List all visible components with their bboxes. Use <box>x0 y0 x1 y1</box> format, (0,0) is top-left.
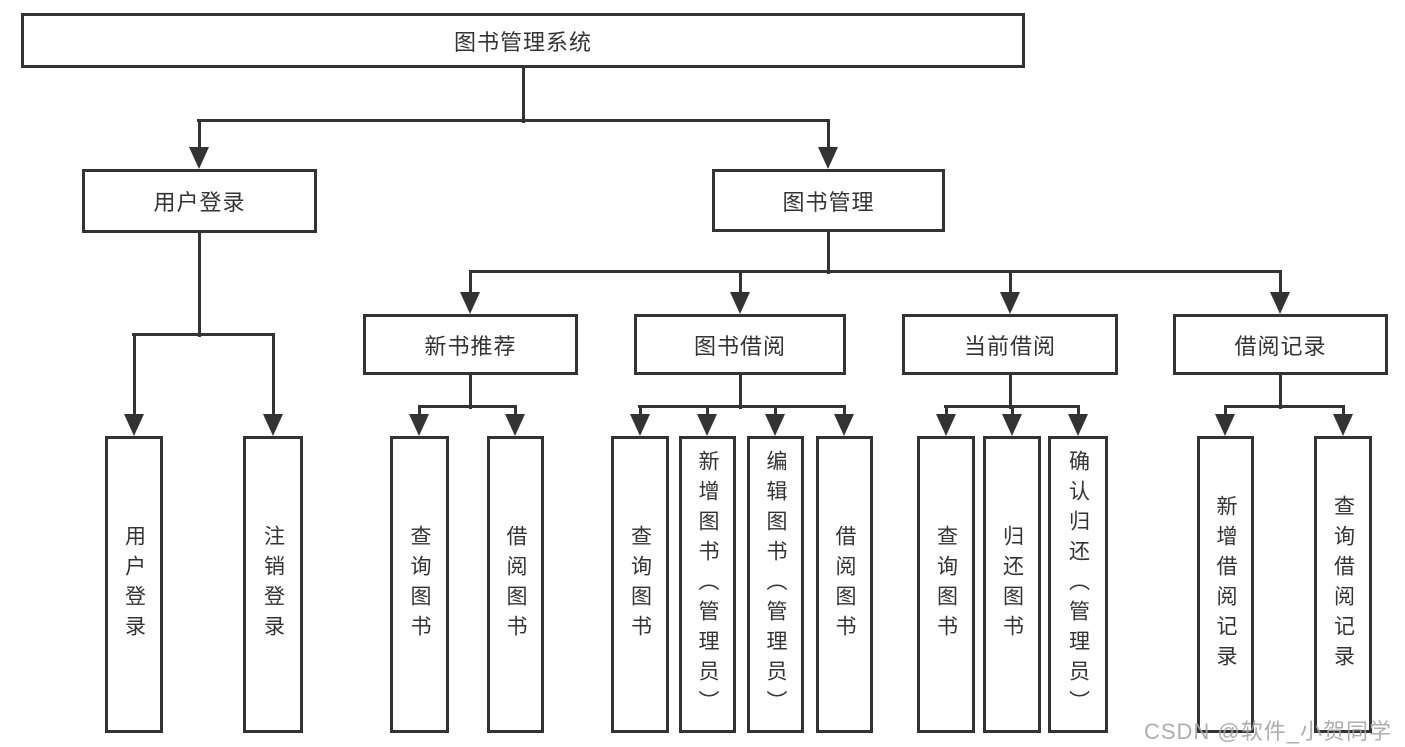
leaf-borrow-add-books-admin: 新增图书（管理员） <box>679 436 736 733</box>
node-label: 图书管理系统 <box>453 29 592 55</box>
arrow-down-icon <box>460 292 480 314</box>
arrow-stem <box>1341 406 1345 418</box>
leaf-recommend-query-books: 查询图书 <box>390 436 449 733</box>
node-label: 借阅图书 <box>504 524 527 645</box>
arrow-down-icon <box>765 414 785 436</box>
node-label: 查询借阅记录 <box>1331 494 1355 675</box>
node-label: 新增图书（管理员） <box>696 449 719 720</box>
leaf-user-login: 用户登录 <box>105 436 163 733</box>
arrow-stem <box>738 271 742 296</box>
connector-line <box>197 118 830 122</box>
csdn-watermark: CSDN @软件_小贺同学 <box>1143 719 1392 744</box>
node-current-borrow: 当前借阅 <box>902 314 1118 375</box>
arrow-stem <box>1076 406 1080 418</box>
arrow-down-icon <box>263 414 283 436</box>
node-label: 编辑图书（管理员） <box>764 449 787 720</box>
node-user-login: 用户登录 <box>82 169 317 233</box>
node-label: 新书推荐 <box>424 333 517 359</box>
leaf-borrow-edit-books-admin: 编辑图书（管理员） <box>747 436 804 733</box>
arrow-down-icon <box>1068 414 1088 436</box>
node-book-management: 图书管理 <box>712 169 945 232</box>
leaf-borrow-borrow-books: 借阅图书 <box>816 436 873 733</box>
connector-line <box>132 332 275 336</box>
connector-line <box>521 68 525 123</box>
node-label: 确认归还（管理员） <box>1066 449 1090 720</box>
arrow-stem <box>132 334 136 418</box>
node-label: 注销登录 <box>261 524 285 645</box>
arrow-down-icon <box>505 414 525 436</box>
arrow-down-icon <box>124 414 144 436</box>
arrow-down-icon <box>936 414 956 436</box>
connector-line <box>638 404 846 408</box>
connector-line <box>738 375 742 409</box>
node-book-borrow: 图书借阅 <box>634 314 846 375</box>
arrow-down-icon <box>189 147 209 169</box>
node-borrow-record: 借阅记录 <box>1173 314 1388 375</box>
node-label: 用户登录 <box>153 190 246 215</box>
arrow-down-icon <box>697 414 717 436</box>
arrow-stem <box>417 406 421 418</box>
node-label: 借阅记录 <box>1234 333 1327 359</box>
arrow-stem <box>1223 406 1227 418</box>
leaf-recommend-borrow-books: 借阅图书 <box>487 436 544 733</box>
arrow-stem <box>271 334 275 418</box>
node-label: 查询图书 <box>628 524 652 645</box>
arrow-stem <box>1008 271 1012 296</box>
arrow-down-icon <box>1002 414 1022 436</box>
node-label: 归还图书 <box>1000 524 1024 645</box>
leaf-record-add: 新增借阅记录 <box>1197 436 1254 733</box>
connector-line <box>826 232 830 274</box>
node-label: 查询图书 <box>408 524 431 645</box>
node-label: 新增借阅记录 <box>1214 494 1237 675</box>
arrow-down-icon <box>730 292 750 314</box>
arrow-down-icon <box>1000 292 1020 314</box>
node-label: 用户登录 <box>122 524 146 645</box>
arrow-down-icon <box>409 414 429 436</box>
leaf-current-return-books: 归还图书 <box>983 436 1041 733</box>
node-label: 图书管理 <box>782 189 875 215</box>
connector-line <box>197 233 201 337</box>
node-label: 借阅图书 <box>833 524 856 645</box>
leaf-borrow-query-books: 查询图书 <box>611 436 669 733</box>
connector-line <box>469 269 1282 273</box>
arrow-stem <box>842 406 846 418</box>
connector-line <box>1278 375 1282 409</box>
arrow-stem <box>705 406 709 418</box>
arrow-stem <box>638 406 642 418</box>
node-new-book-recommend: 新书推荐 <box>363 314 578 375</box>
arrow-down-icon <box>1215 414 1235 436</box>
connector-line <box>1224 404 1345 408</box>
arrow-stem <box>944 406 948 418</box>
arrow-stem <box>1278 271 1282 296</box>
arrow-down-icon <box>630 414 650 436</box>
arrow-down-icon <box>1333 414 1353 436</box>
arrow-stem <box>468 271 472 296</box>
leaf-current-confirm-return-admin: 确认归还（管理员） <box>1048 436 1108 733</box>
leaf-logout: 注销登录 <box>243 436 303 733</box>
node-label: 图书借阅 <box>693 333 786 359</box>
connector-line <box>418 404 517 408</box>
connector-line <box>468 375 472 409</box>
node-label: 当前借阅 <box>963 333 1056 359</box>
node-label: 查询图书 <box>934 524 958 645</box>
arrow-down-icon <box>834 414 854 436</box>
leaf-record-query: 查询借阅记录 <box>1314 436 1372 733</box>
node-root-library-system: 图书管理系统 <box>21 13 1025 68</box>
arrow-stem <box>826 120 830 151</box>
arrow-down-icon <box>818 147 838 169</box>
arrow-stem <box>1010 406 1014 418</box>
connector-line <box>1008 375 1012 409</box>
arrow-stem <box>197 120 201 151</box>
leaf-current-query-books: 查询图书 <box>917 436 975 733</box>
arrow-stem <box>513 406 517 418</box>
arrow-stem <box>773 406 777 418</box>
arrow-down-icon <box>1270 292 1290 314</box>
